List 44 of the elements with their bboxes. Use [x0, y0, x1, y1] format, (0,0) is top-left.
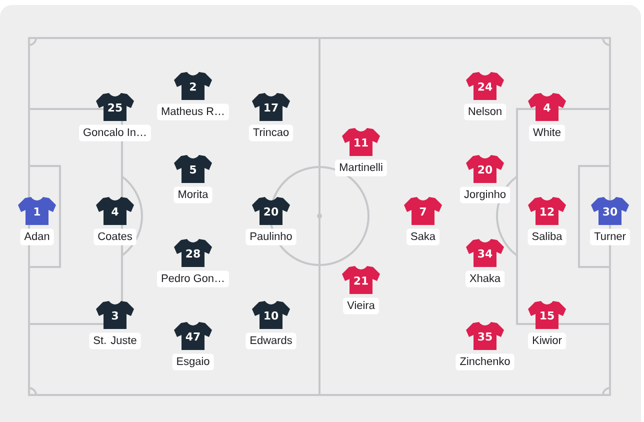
- player-name-label: Vieira: [343, 298, 379, 314]
- jersey: 30: [591, 197, 629, 225]
- jersey: 15: [528, 301, 566, 329]
- jersey: 24: [466, 72, 504, 100]
- jersey: 4: [528, 93, 566, 121]
- player-name-label: White: [529, 124, 566, 142]
- jersey: 47: [174, 322, 212, 350]
- jersey: 25: [96, 93, 134, 121]
- jersey: 20: [252, 197, 290, 225]
- player-name-label: Pedro Gon…: [157, 270, 229, 288]
- player-name-label: Turner: [590, 228, 630, 246]
- jersey: 17: [252, 93, 290, 121]
- player-name-label: Paulinho: [246, 228, 296, 246]
- player-name-label: Jorginho: [460, 186, 510, 204]
- jersey: 12: [528, 197, 566, 225]
- player-name-label: Morita: [174, 186, 212, 204]
- player-name-label: Adan: [20, 228, 54, 246]
- player-name-label: Matheus R…: [157, 104, 229, 120]
- player-name-label: Coates: [94, 228, 136, 246]
- jersey: 3: [96, 301, 134, 329]
- player-name-label: Kiwior: [528, 332, 566, 350]
- player-name-label: Zinchenko: [456, 354, 514, 370]
- jersey: 5: [174, 155, 212, 183]
- player-name-label: Edwards: [246, 332, 296, 350]
- jersey: 10: [252, 301, 290, 329]
- jersey: 21: [342, 266, 380, 294]
- player-name-label: Esgaio: [172, 354, 214, 370]
- jersey: 4: [96, 197, 134, 225]
- jersey: 20: [466, 155, 504, 183]
- jersey: 2: [174, 72, 212, 100]
- player-name-label: St. Juste: [89, 332, 141, 350]
- jersey: 7: [404, 197, 442, 225]
- player-name-label: Xhaka: [465, 270, 505, 288]
- player-name-label: Saliba: [528, 228, 566, 246]
- jersey: 11: [342, 128, 380, 156]
- player-name-label: Goncalo In…: [79, 124, 151, 142]
- player-name-label: Martinelli: [335, 160, 387, 176]
- player-name-label: Nelson: [464, 104, 506, 120]
- player-name-label: Trincao: [248, 124, 294, 142]
- jersey: 28: [174, 239, 212, 267]
- jersey: 35: [466, 322, 504, 350]
- jersey: 1: [18, 197, 56, 225]
- jersey: 34: [466, 239, 504, 267]
- player-name-label: Saka: [406, 228, 440, 246]
